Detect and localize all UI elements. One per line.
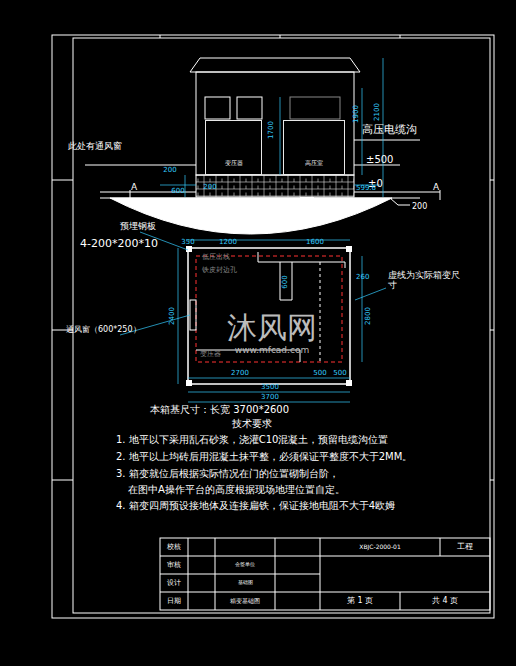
door-label: 高压室 [284, 159, 344, 168]
table-cell: 第 1 页 [347, 596, 373, 605]
note-text: 在图中A操作平台的高度根据现场地理位置自定。 [128, 484, 345, 496]
dimension: 2400 [168, 307, 176, 325]
table-cell: 日期 [167, 597, 181, 605]
note-text: 通风窗（600*250） [66, 325, 141, 334]
dimension: 500 [313, 369, 326, 377]
dimension: 1700 [267, 121, 275, 139]
note-heading: 技术要求 [232, 418, 272, 430]
table-cell: 设计 [167, 579, 181, 587]
note-text: 高压电缆沟 [362, 124, 417, 137]
room-label: 变压器 [200, 350, 221, 358]
note-text: 1. 地平以下采用乱石砂浆，浇灌C10混凝土，预留电缆沟位置 [116, 434, 388, 446]
elevation-mark: ±500 [366, 154, 393, 166]
dimension: 599.6 [356, 184, 376, 192]
room-label: 低压出线 [202, 253, 230, 261]
note-text: 2. 地平以上均砖后用混凝土抹平整，必须保证平整度不大于2MM。 [116, 451, 412, 463]
dimension: 1200 [219, 238, 237, 246]
door-panel: 高压室 [283, 120, 345, 175]
dimension: 3500 [261, 383, 279, 391]
room-label: 铁皮封边孔 [202, 266, 237, 274]
dimension: 1600 [306, 238, 324, 246]
table-cell: 箱变基础图 [230, 598, 260, 605]
watermark: www.mfcad.com [235, 345, 309, 355]
dimension: 200 [203, 183, 216, 191]
table-cell: 基础图 [238, 580, 253, 586]
table-cell: 共 4 页 [432, 596, 458, 605]
note-text: 此处有通风窗 [68, 141, 122, 151]
section-mark: A [433, 182, 439, 192]
table-cell: XBJC-2000-01 [359, 544, 400, 551]
dimension: 1900 [352, 105, 360, 123]
table-cell: 工程 [457, 542, 473, 551]
dimension: 260 [356, 273, 369, 281]
table-cell: 审核 [167, 561, 181, 569]
note-text: 预埋钢板 [120, 221, 156, 231]
dimension: 200 [163, 166, 176, 174]
dimension: 600 [281, 275, 289, 288]
note-text: 3. 箱变就位后根据实际情况在门的位置砌制台阶， [116, 468, 339, 480]
note-text: 虚线为实际箱变尺寸 [388, 270, 464, 291]
dimension: 2100 [373, 103, 381, 121]
dimension: 350 [181, 238, 194, 246]
dimension: 600 [171, 187, 184, 195]
table-cell: 会签单位 [235, 562, 255, 568]
door-panel: 变压器 [205, 120, 262, 175]
dimension: 2700 [231, 369, 249, 377]
note-text: 4. 箱变四周预设接地体及连接扁铁，保证接地电阻不大于4欧姆 [116, 500, 395, 512]
dimension: 500 [333, 369, 346, 377]
dimension: 200 [412, 202, 427, 211]
door-label: 变压器 [206, 159, 261, 168]
note-text: 4-200*200*10 [80, 238, 158, 251]
dimension: 2800 [364, 307, 372, 325]
note-text: 本箱基尺寸：长宽 3700*2600 [150, 404, 289, 416]
section-mark: A [131, 182, 137, 192]
dimension: 3700 [261, 393, 279, 401]
table-cell: 校核 [167, 543, 181, 551]
watermark: 沐风网 [227, 311, 317, 346]
